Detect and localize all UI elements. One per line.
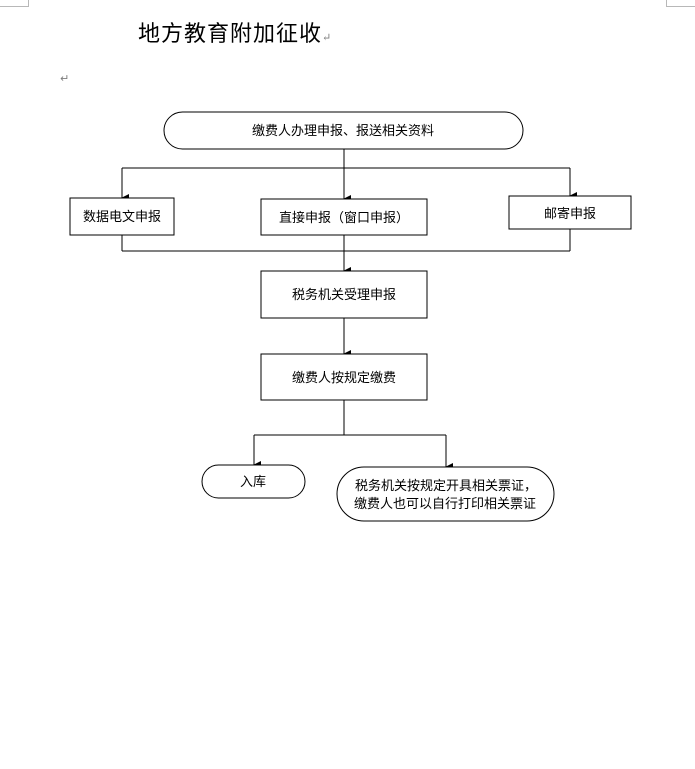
node-invoice-label-line1: 税务机关按规定开具相关票证， [355, 478, 537, 494]
node-invoice-label-line2: 缴费人也可以自行打印相关票证 [354, 497, 536, 512]
node-mail-channel: 邮寄申报 [508, 195, 632, 230]
page-corner-top-right [666, 0, 695, 7]
paragraph-mark-icon: ↵ [60, 72, 70, 85]
node-accept: 税务机关受理申报 [260, 270, 428, 319]
paragraph-mark-icon: ↵ [322, 31, 333, 44]
document-title: 地方教育附加征收↵ [138, 16, 332, 48]
document-title-text: 地方教育附加征收 [138, 22, 323, 47]
node-data-channel: 数据电文申报 [69, 197, 175, 236]
node-mail-channel-label: 邮寄申报 [544, 206, 596, 222]
node-accept-label: 税务机关受理申报 [292, 287, 396, 303]
node-pay: 缴费人按规定缴费 [260, 353, 428, 401]
node-direct-channel-label: 直接申报（窗口申报） [279, 210, 409, 226]
node-storage: 入库 [201, 464, 306, 499]
node-start-label: 缴费人办理申报、报送相关资料 [252, 124, 434, 139]
page-corner-top-left [0, 0, 29, 7]
node-start: 缴费人办理申报、报送相关资料 [163, 111, 524, 150]
node-storage-label: 入库 [240, 474, 266, 490]
node-invoice: 税务机关按规定开具相关票证， 缴费人也可以自行打印相关票证 [336, 466, 555, 522]
node-data-channel-label: 数据电文申报 [83, 210, 161, 225]
connectors [121, 149, 577, 471]
node-pay-label: 缴费人按规定缴费 [292, 371, 396, 386]
node-direct-channel: 直接申报（窗口申报） [260, 198, 428, 236]
